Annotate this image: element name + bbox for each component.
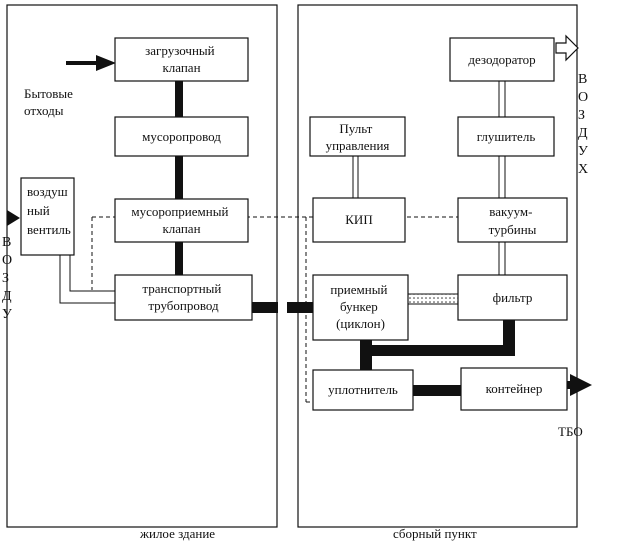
path-compactor-container — [413, 385, 461, 396]
path-filter-horizontal — [360, 345, 515, 356]
deodorizer-label: дезодоратор — [468, 52, 535, 67]
filter-label: фильтр — [493, 290, 533, 305]
air-valve-line-1 — [59, 255, 116, 304]
air-out-letter: В — [578, 72, 587, 87]
air-out-label: В О З Д У Х — [578, 72, 588, 177]
control-panel-line-2: управления — [326, 138, 390, 153]
air-in-letter: У — [2, 307, 12, 322]
path-pipe-bunker-1 — [252, 302, 278, 313]
tbo-out-arrow — [545, 374, 592, 396]
household-waste-line-1: Бытовые — [24, 86, 73, 101]
bunker-line-1: приемный — [330, 282, 387, 297]
transport-pipe-line-2: трубопровод — [148, 298, 219, 313]
air-in-letter: В — [2, 235, 11, 250]
deodorizer-box: дезодоратор — [449, 37, 555, 82]
container-box: контейнер — [460, 367, 568, 411]
control-panel-line-1: Пульт — [339, 121, 372, 136]
svg-text:вакуум- турбины: вакуум- турбины — [489, 204, 537, 237]
air-in-letter: Д — [2, 289, 12, 304]
path-bunker-compactor — [360, 340, 372, 370]
air-valve-line-3: вентиль — [27, 222, 71, 237]
air-valve-line-2: ный — [27, 203, 50, 218]
vacuum-turbines-line-2: турбины — [489, 222, 537, 237]
path-pipe-bunker-2 — [287, 302, 313, 313]
vacuum-turbines-line-1: вакуум- — [489, 204, 532, 219]
air-out-letter: Х — [578, 162, 588, 177]
svg-text:приемный бункер (ц: приемный бункер (циклон) — [330, 282, 390, 331]
svg-text:транспортный трубопровод: транспортный трубопровод — [142, 281, 224, 313]
path-chute-valve — [175, 156, 183, 199]
air-out-arrow — [555, 34, 579, 62]
residential-zone — [6, 4, 278, 528]
path-loading-chute — [175, 81, 183, 117]
air-out-letter: З — [578, 108, 585, 123]
air-valve-box: воздуш ный вентиль — [20, 177, 75, 256]
transport-pipe-line-1: транспортный — [142, 281, 221, 296]
air-valve-line-1: воздуш — [27, 184, 68, 199]
silencer-label: глушитель — [477, 129, 536, 144]
air-in-arrow — [7, 210, 20, 226]
kip-label: КИП — [345, 212, 372, 227]
chute-label: мусоропровод — [142, 129, 221, 144]
bunker-line-2: бункер — [340, 299, 378, 314]
residential-zone-label: жилое здание — [139, 526, 215, 541]
receiving-valve-line-2: клапан — [162, 221, 200, 236]
household-waste-arrow — [66, 55, 116, 71]
loading-valve-line-2: клапан — [162, 60, 200, 75]
filter-box: фильтр — [457, 274, 568, 321]
tbo-label: ТБО — [558, 424, 583, 439]
transport-pipe-box: транспортный трубопровод — [114, 274, 253, 321]
loading-valve-line-1: загрузочный — [145, 43, 215, 58]
air-in-letter: З — [2, 271, 9, 286]
collection-zone — [297, 4, 578, 528]
vacuum-turbines-box: вакуум- турбины — [457, 197, 568, 243]
compactor-label: уплотнитель — [328, 382, 398, 397]
receiving-valve-line-1: мусороприемный — [131, 204, 228, 219]
air-out-letter: О — [578, 90, 588, 105]
air-valve-line-2 — [69, 255, 116, 292]
kip-box: КИП — [312, 197, 406, 243]
svg-text:мусороприемный клапан: мусороприемный клапан — [131, 204, 231, 236]
air-out-letter: Д — [578, 126, 588, 141]
chute-box: мусоропровод — [114, 116, 249, 157]
container-label: контейнер — [486, 381, 543, 396]
svg-text:Пульт управления: Пульт управления — [326, 121, 390, 153]
control-panel-box: Пульт управления — [309, 116, 406, 157]
air-in-label: В О З Д У — [2, 235, 12, 322]
compactor-box: уплотнитель — [312, 369, 414, 411]
bunker-filter-connector — [407, 293, 459, 305]
receiving-valve-box: мусороприемный клапан — [114, 198, 249, 243]
air-in-letter: О — [2, 253, 12, 268]
bunker-box: приемный бункер (циклон) — [312, 274, 409, 341]
household-waste-line-2: отходы — [24, 103, 64, 118]
air-out-letter: У — [578, 144, 588, 159]
svg-text:загрузочный клапан: загрузочный клапан — [145, 43, 218, 75]
svg-text:Бытовые отходы: Бытовые отходы — [24, 86, 76, 118]
path-valve-pipe — [175, 242, 183, 275]
svg-text:воздуш ный вентиль: воздуш ный вентиль — [27, 184, 71, 237]
collection-zone-label: сборный пункт — [393, 526, 477, 541]
silencer-box: глушитель — [457, 116, 555, 157]
bunker-line-3: (циклон) — [336, 316, 385, 331]
loading-valve-box: загрузочный клапан — [114, 37, 249, 82]
